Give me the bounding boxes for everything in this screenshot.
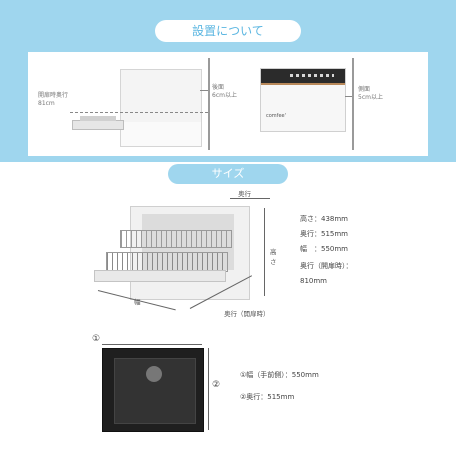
size-diagram: 奥行 高さ 幅 奥行（開扉時）: [80, 190, 280, 320]
size-spec-list: 高さ：438mm 奥行：515mm 幅 ：550mm 奥行（開扉時）： 810m…: [300, 212, 450, 289]
bottom-spec-list: ①幅（手前側）：550mm ②奥行：515mm: [240, 364, 440, 408]
depth-dim-label: 奥行: [238, 190, 251, 198]
install-panel: 開扉時奥行 81cm 後面 6cm以上 comfee' 側面 5cm以上: [28, 52, 428, 156]
rear-gap-value: 6cm以上: [212, 92, 237, 99]
open-depth-line: [70, 112, 208, 113]
marker-2: ②: [212, 380, 221, 390]
side-depth-line: [208, 348, 209, 430]
lower-rack: [106, 252, 228, 272]
spec-open-depth-label: 奥行（開扉時）：: [300, 262, 353, 270]
drain-pump: [146, 366, 162, 382]
rear-gap-line: [200, 90, 208, 91]
depth-dim-line: [230, 198, 270, 199]
side-view-lower-body: [120, 122, 202, 147]
height-dim-label: 高さ: [270, 248, 277, 266]
open-door-panel: [94, 270, 226, 282]
dish-rack-open: [80, 116, 116, 121]
side-view-dishwasher: [120, 69, 202, 123]
open-depth-label: 開扉時奥行: [38, 92, 69, 99]
bottom-spec-width: ①幅（手前側）：550mm: [240, 371, 319, 379]
size-heading: サイズ: [168, 164, 288, 184]
side-gap-line: [345, 96, 352, 97]
rear-gap-label: 後面: [212, 84, 225, 91]
height-dim-line: [264, 208, 265, 296]
brand-logo-text: comfee': [266, 113, 286, 119]
marker-1: ①: [92, 334, 101, 344]
spec-height: 高さ：438mm: [300, 215, 348, 223]
open-depth-dim-label: 奥行（開扉時）: [224, 310, 270, 318]
spec-open-depth-value: 810mm: [300, 277, 327, 285]
spec-depth: 奥行：515mm: [300, 230, 348, 238]
side-gap-label: 側面: [358, 86, 371, 93]
control-panel: [261, 69, 345, 85]
open-depth-value: 81cm: [38, 100, 55, 107]
open-door: [72, 120, 124, 130]
rear-wall: [208, 58, 210, 150]
bottom-spec-depth: ②奥行：515mm: [240, 393, 295, 401]
width-dim-label: 幅: [134, 298, 141, 306]
upper-rack: [120, 230, 232, 248]
side-wall: [352, 58, 354, 150]
side-gap-value: 5cm以上: [358, 94, 383, 101]
top-width-line: [102, 344, 202, 345]
display-indicators: [290, 74, 334, 77]
spec-width: 幅 ：550mm: [300, 245, 348, 253]
install-heading: 設置について: [155, 20, 301, 42]
